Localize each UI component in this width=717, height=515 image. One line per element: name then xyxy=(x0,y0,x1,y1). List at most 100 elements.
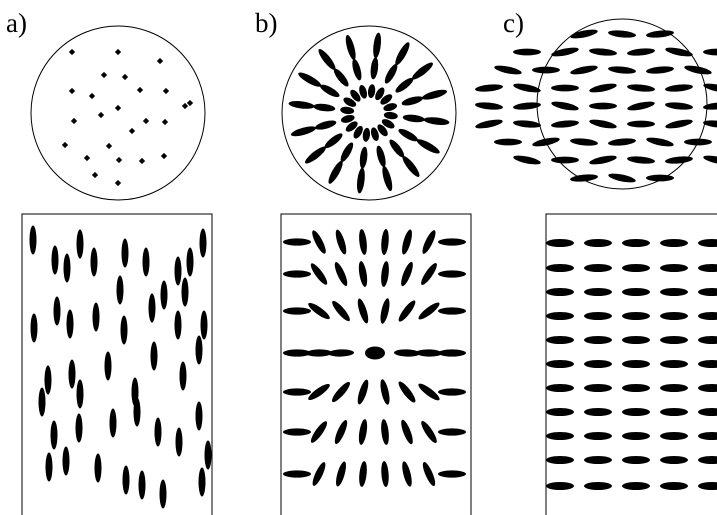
panel-a-rod xyxy=(54,297,61,326)
panel-b-rod xyxy=(357,261,368,288)
panel-c-rod xyxy=(703,49,717,56)
panel-c-rod xyxy=(589,118,618,130)
panel-c-rod xyxy=(698,239,717,247)
panel-c-rod xyxy=(698,432,717,440)
panel-a-rod xyxy=(160,480,167,509)
panel-c-rod xyxy=(646,136,675,148)
panel-a-rod xyxy=(77,380,84,409)
panel-b-rod xyxy=(375,145,388,168)
panel-b-rod xyxy=(303,144,328,166)
panel-a-rod xyxy=(196,402,203,431)
panel-a-dot xyxy=(163,88,169,94)
panel-b-rod xyxy=(380,165,394,192)
panel-b-rod xyxy=(396,298,417,323)
panel-b-rod xyxy=(400,154,422,179)
panel-b-rod xyxy=(310,229,328,255)
panel-b-rod xyxy=(438,307,466,314)
panel-a-dot xyxy=(71,118,77,124)
panel-c-rod xyxy=(660,288,688,296)
panel-a-rod xyxy=(121,316,128,345)
panel-b-rod xyxy=(423,116,450,126)
panel-c-rod xyxy=(660,360,688,368)
panel-c-rod xyxy=(665,118,694,130)
panel-c-rod xyxy=(627,121,655,128)
panel-b-rod xyxy=(297,70,323,89)
panel-a-rod xyxy=(105,352,112,381)
panel-b-rod xyxy=(415,137,441,156)
panel-a-rod xyxy=(122,239,129,268)
panel-b-rod xyxy=(419,261,440,287)
panel-a-rod xyxy=(151,342,158,371)
panel-a-dot xyxy=(162,119,168,125)
panel-c-rod xyxy=(546,312,574,320)
panel-a-dot xyxy=(129,128,135,134)
panel-a-dot xyxy=(122,74,128,80)
panel-b-rod xyxy=(399,419,415,446)
panel-a-rod xyxy=(46,453,53,482)
panel-c-rod xyxy=(513,119,542,129)
molecule-marks xyxy=(30,28,717,509)
panel-a-rod xyxy=(77,230,84,259)
panel-b-rod xyxy=(308,261,329,286)
panel-c-rod xyxy=(622,360,650,368)
panel-b-rod xyxy=(328,349,354,357)
panel-b-rod xyxy=(332,419,349,446)
panel-b-rod xyxy=(332,67,351,89)
panel-c-rod xyxy=(660,456,688,464)
panel-b-rod xyxy=(334,229,349,256)
panel-c-rod xyxy=(622,384,650,392)
panel-a-rod xyxy=(175,257,182,286)
panel-b-rod xyxy=(332,261,349,288)
panel-c-rod xyxy=(703,101,717,111)
panel-b-rod xyxy=(283,307,311,314)
panel-c-rod xyxy=(622,239,650,247)
panel-b-rod xyxy=(283,428,311,435)
panel-b-rod xyxy=(309,419,330,444)
panel-b-rod xyxy=(283,388,311,395)
panel-b-rod xyxy=(356,379,371,406)
panel-a-dot xyxy=(182,103,188,109)
panel-c-rod xyxy=(584,482,612,490)
panel-c-rod xyxy=(570,28,599,40)
panel-b-rod xyxy=(420,229,438,256)
panel-b-rod xyxy=(323,131,345,150)
panel-a-dot xyxy=(92,172,98,178)
panel-a-dot xyxy=(69,88,75,94)
panel-c-rod xyxy=(660,482,688,490)
panel-c-rod xyxy=(551,100,580,112)
panel-c-rod xyxy=(627,83,656,93)
panel-c-rod xyxy=(570,64,599,76)
panel-c-rod xyxy=(546,264,574,272)
panel-c-rod xyxy=(546,288,574,296)
panel-c-rod xyxy=(589,154,618,166)
panel-b-rod xyxy=(419,419,439,445)
panel-c-rod xyxy=(646,29,675,39)
panel-a-rod xyxy=(117,276,124,305)
panel-a-dot xyxy=(84,155,90,161)
panel-b-rod xyxy=(283,470,311,477)
panel-a-dot xyxy=(62,142,68,148)
panel-a-rod xyxy=(176,428,183,457)
panel-c-rod xyxy=(627,47,656,57)
panel-b-rod xyxy=(393,41,412,67)
panel-b-rod xyxy=(316,47,338,72)
panel-a-rod xyxy=(180,362,187,391)
panel-a-rod xyxy=(175,311,182,340)
panel-c-rod xyxy=(475,101,504,111)
panel-b-rod xyxy=(421,461,438,488)
panel-c-rod xyxy=(570,137,599,147)
panel-c-rod xyxy=(513,82,542,94)
panel-a-rod xyxy=(199,468,206,497)
panel-b-defect-core xyxy=(365,347,385,360)
panel-a-dot xyxy=(143,118,149,124)
panel-c-rod xyxy=(546,239,574,247)
panel-b-rod xyxy=(400,461,413,488)
panel-c-rod xyxy=(660,264,688,272)
panel-c-rod xyxy=(698,384,717,392)
panel-a-rod xyxy=(69,360,76,389)
panel-a-rod xyxy=(182,278,189,307)
panel-b-rod xyxy=(372,32,382,59)
panel-a-dot xyxy=(106,143,112,149)
panel-b-rod xyxy=(400,229,414,256)
panel-c-rod xyxy=(589,82,618,94)
